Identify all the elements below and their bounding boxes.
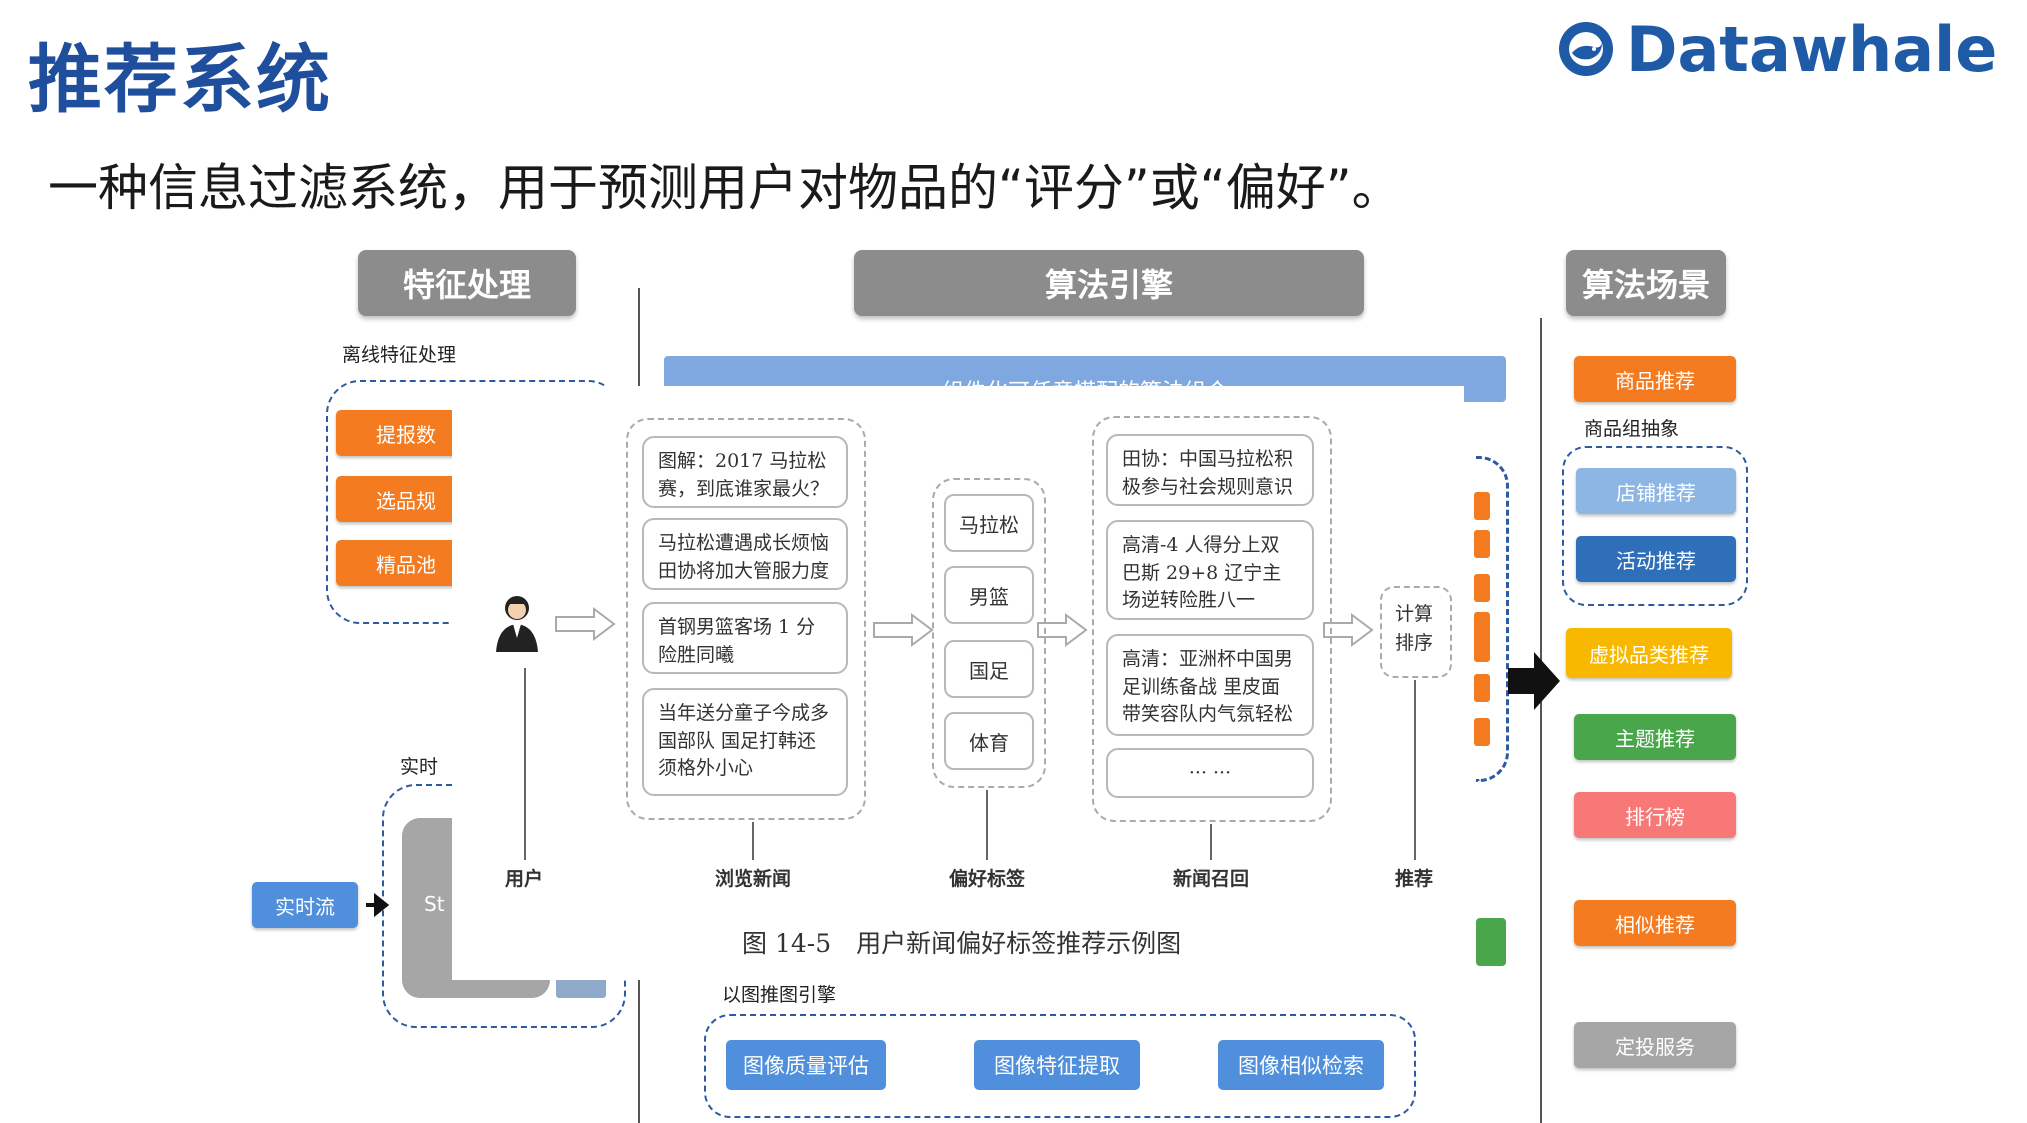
orange-stub-4 <box>1474 612 1490 662</box>
label-recommend: 推荐 <box>1394 868 1433 890</box>
tag-marathon: 马拉松 <box>944 494 1034 552</box>
hollow-arrow-1-icon <box>555 607 616 641</box>
connector-pref <box>986 790 988 860</box>
figure-caption: 图 14-5 用户新闻偏好标签推荐示例图 <box>742 929 1182 958</box>
scene-product-recommend: 商品推荐 <box>1574 356 1736 402</box>
label-browse-news: 浏览新闻 <box>714 868 791 890</box>
hollow-arrow-3-icon <box>1037 613 1088 647</box>
header-feature-processing: 特征处理 <box>358 250 576 316</box>
scene-activity-recommend: 活动推荐 <box>1576 536 1736 582</box>
orange-stub-3 <box>1474 574 1490 602</box>
label-news-recall: 新闻召回 <box>1172 868 1249 890</box>
slide-subtitle: 一种信息过滤系统，用于预测用户对物品的“评分”或“偏好”。 <box>48 159 1402 217</box>
tag-sports: 体育 <box>944 712 1034 770</box>
scene-targeted-service: 定投服务 <box>1574 1022 1736 1068</box>
preference-tag-column <box>932 478 1046 788</box>
image-feature-button: 图像特征提取 <box>974 1040 1140 1090</box>
news-card-3: 首钢男篮客场 1 分险胜同曦 <box>642 602 848 674</box>
recall-card-1: 田协：中国马拉松积极参与社会规则意识 <box>1106 434 1314 506</box>
big-arrow-right-icon <box>1508 652 1560 710</box>
compute-rank-label: 计算排序 <box>1394 603 1433 654</box>
stream-partial-text: St <box>424 892 445 916</box>
header-algorithm-engine: 算法引擎 <box>854 250 1364 316</box>
scene-topic-recommend: 主题推荐 <box>1574 714 1736 760</box>
news-card-4: 当年送分童子今成多国部队 国足打韩还须格外小心 <box>642 688 848 796</box>
label-preference-tags: 偏好标签 <box>948 868 1025 890</box>
scene-virtual-category: 虚拟品类推荐 <box>1566 628 1732 678</box>
arrow-right-icon <box>366 892 390 918</box>
slide-title: 推荐系统 <box>28 37 332 123</box>
orange-stub-2 <box>1474 530 1490 558</box>
connector-user <box>524 668 526 860</box>
image-search-button: 图像相似检索 <box>1218 1040 1384 1090</box>
offline-feature-label: 离线特征处理 <box>342 344 457 366</box>
connector-recall <box>1210 824 1212 860</box>
browse-news-column <box>626 418 866 820</box>
recall-card-2: 高清-4 人得分上双巴斯 29+8 辽宁主场逆转险胜八一 <box>1106 520 1314 620</box>
realtime-stream-button: 实时流 <box>252 882 358 928</box>
tag-mens-basketball: 男篮 <box>944 566 1034 624</box>
connector-browse <box>752 822 754 860</box>
tag-national-football: 国足 <box>944 640 1034 698</box>
orange-stub-1 <box>1474 492 1490 520</box>
recall-card-more: ··· ··· <box>1106 748 1314 798</box>
scene-shop-recommend: 店铺推荐 <box>1576 468 1736 514</box>
hollow-arrow-2-icon <box>873 613 934 647</box>
separator-right <box>1540 318 1542 1123</box>
product-group-box <box>1562 446 1748 606</box>
connector-recommend <box>1414 680 1416 860</box>
news-preference-figure: 图解：2017 马拉松赛，到底谁家最火？ 马拉松遭遇成长烦恼田协将加大管服力度 … <box>452 386 1464 980</box>
news-recall-column <box>1092 416 1332 822</box>
logo-text: Datawhale <box>1626 12 1998 86</box>
header-algorithm-scene: 算法场景 <box>1566 250 1726 316</box>
scene-similar-recommend: 相似推荐 <box>1574 900 1736 946</box>
orange-stub-6 <box>1474 718 1490 746</box>
product-group-label: 商品组抽象 <box>1584 418 1680 440</box>
image-quality-button: 图像质量评估 <box>726 1040 886 1090</box>
whale-logo-icon <box>1559 22 1613 76</box>
news-card-1: 图解：2017 马拉松赛，到底谁家最火？ <box>642 436 848 508</box>
compute-rank-box <box>1380 586 1452 678</box>
user-icon <box>496 596 538 652</box>
scene-ranking: 排行榜 <box>1574 792 1736 838</box>
hollow-arrow-4-icon <box>1323 613 1374 647</box>
news-card-2: 马拉松遭遇成长烦恼田协将加大管服力度 <box>642 518 848 590</box>
orange-stub-5 <box>1474 674 1490 702</box>
green-stub <box>1476 918 1506 966</box>
realtime-sub-block <box>556 976 606 998</box>
recall-card-3: 高清：亚洲杯中国男足训练备战 里皮面带笑容队内气氛轻松 <box>1106 634 1314 736</box>
image-engine-box <box>704 1014 1416 1118</box>
realtime-label: 实时 <box>400 756 439 778</box>
label-user: 用户 <box>504 868 543 890</box>
image-engine-label: 以图推图引擎 <box>722 984 837 1006</box>
datawhale-logo: Datawhale <box>1556 12 1998 86</box>
